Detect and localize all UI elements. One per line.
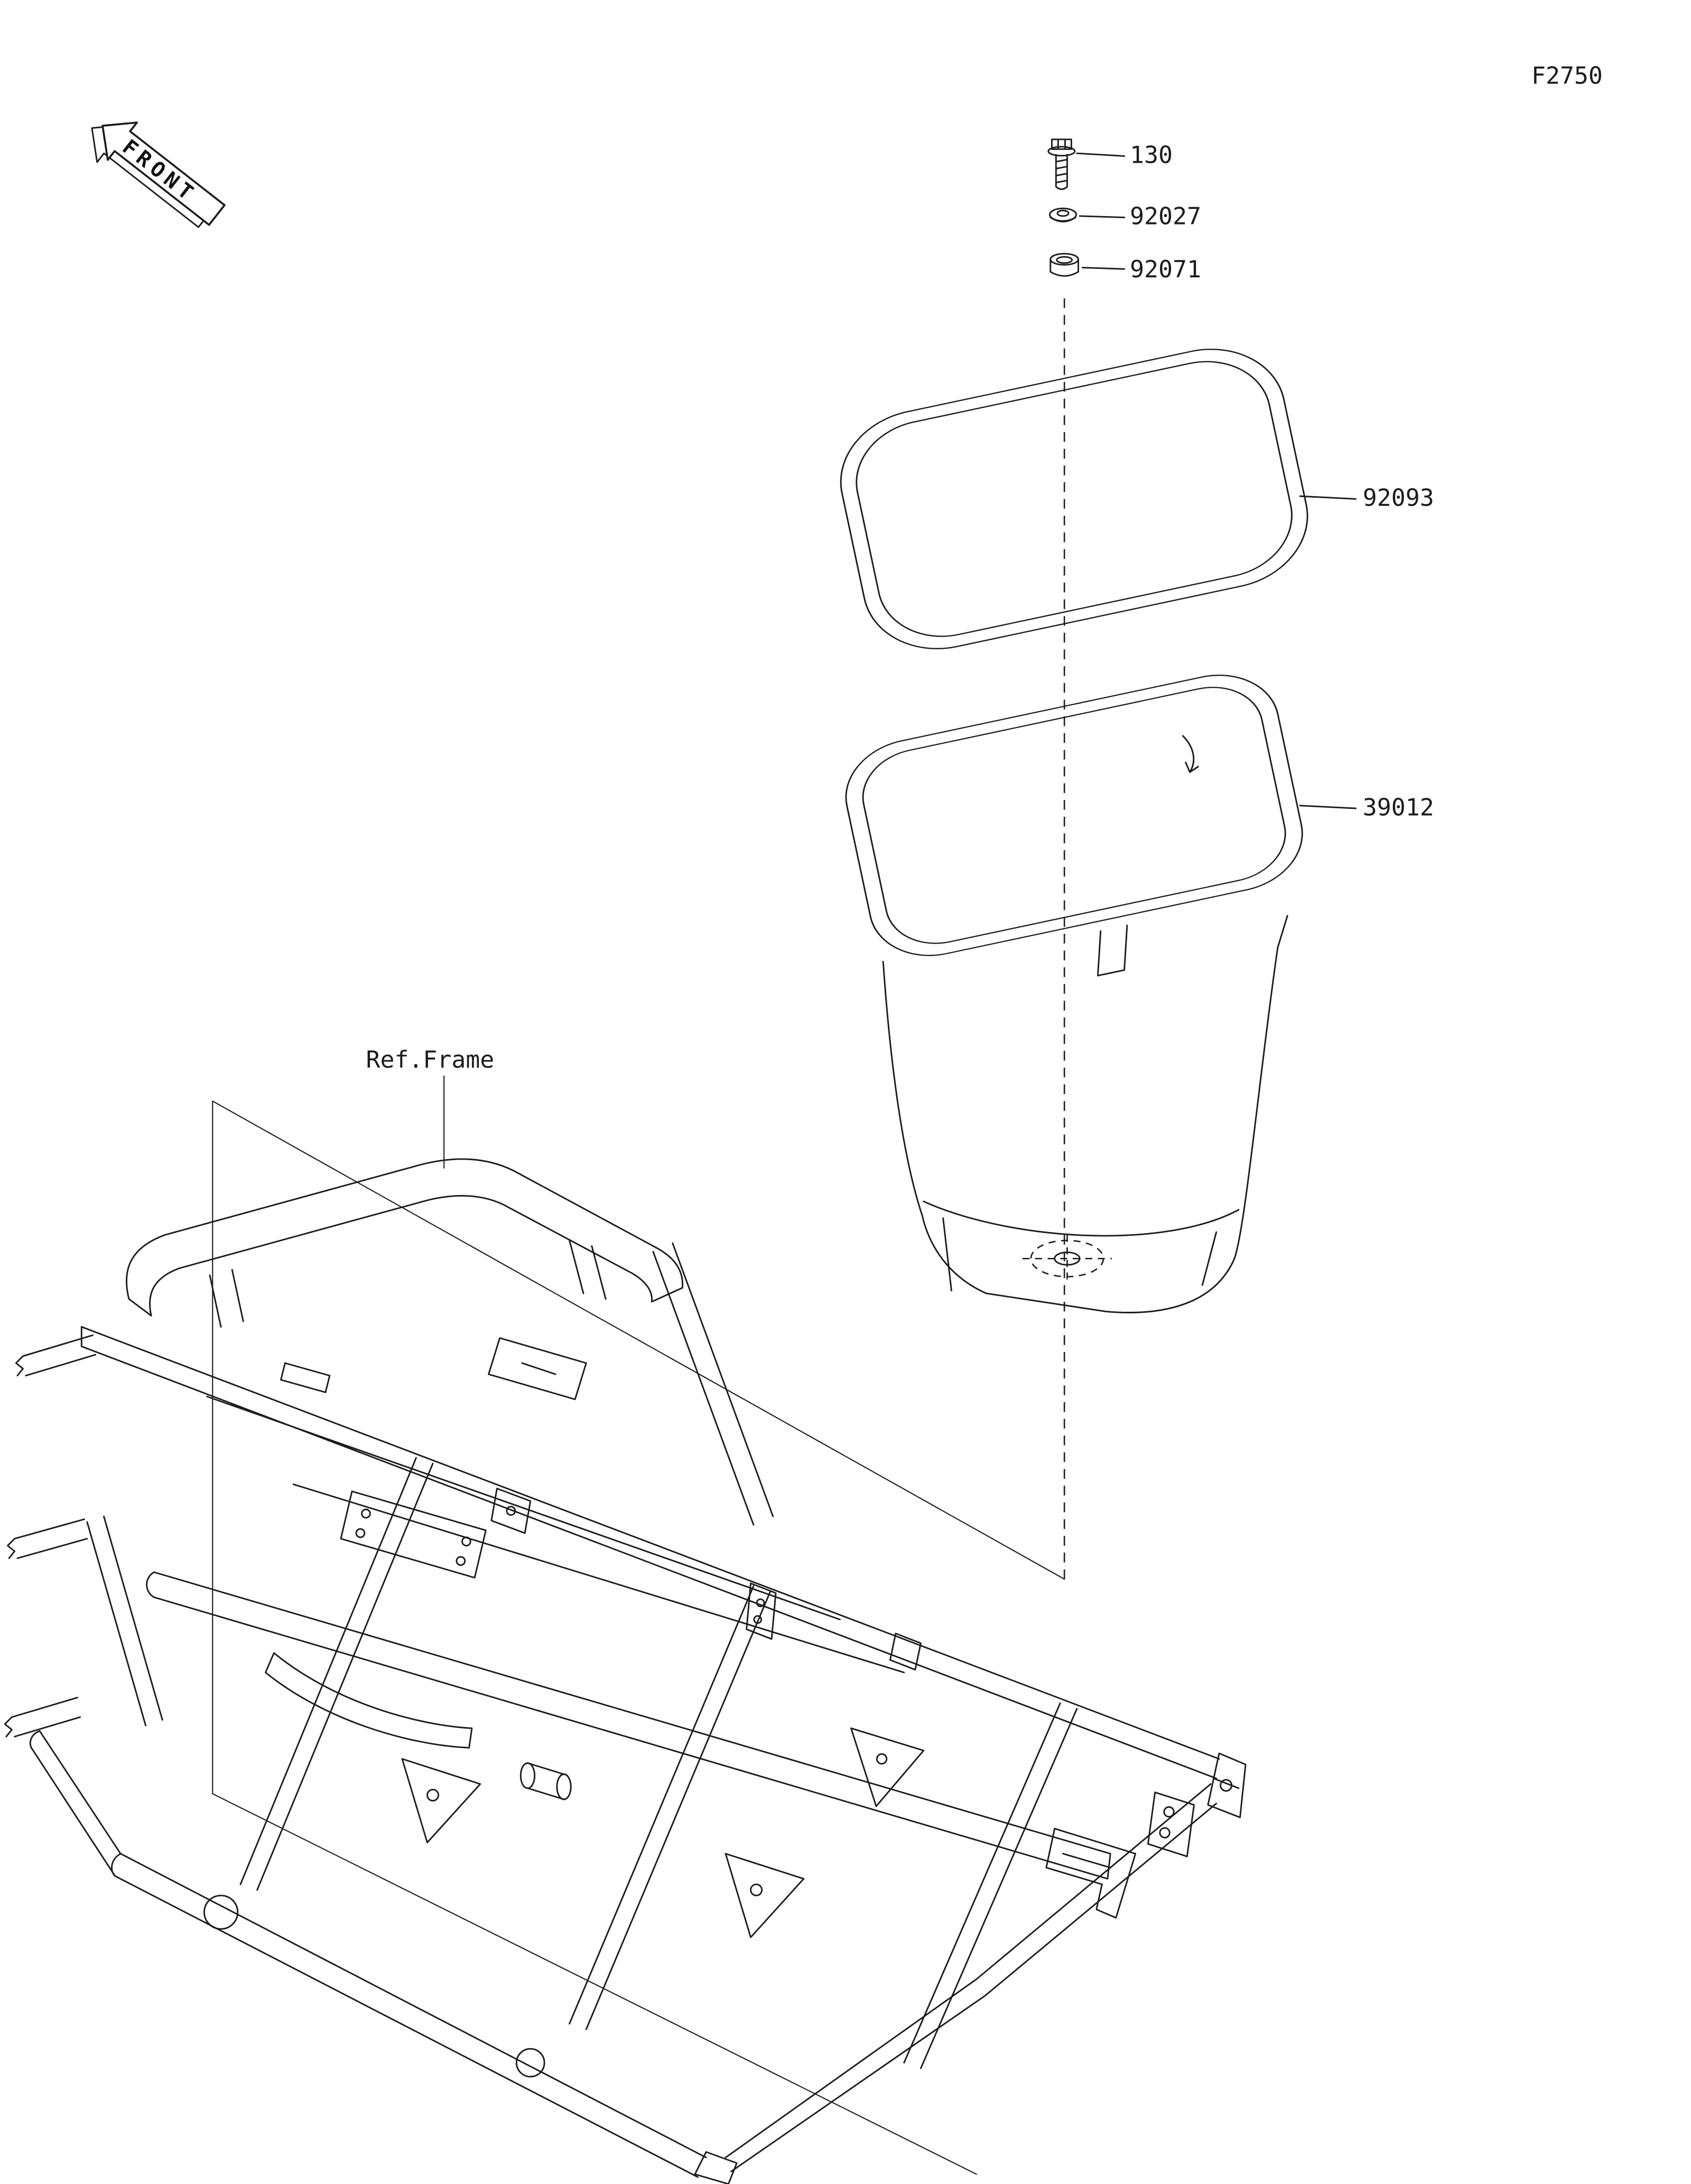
frame-illustration [4, 1158, 1247, 2184]
damper-leader-line [1082, 267, 1126, 270]
container-leader-line [1299, 805, 1357, 809]
bolt-leader-line [1076, 152, 1126, 157]
seal-ring-illustration [840, 348, 1308, 649]
container-part-number: 39012 [1363, 793, 1434, 821]
front-direction-marker: FRONT [91, 122, 226, 228]
frame-hoop [126, 1158, 684, 1328]
frame-tubes [11, 1242, 1220, 2178]
seal-part-number: 92093 [1363, 484, 1434, 512]
container-illustration [845, 675, 1303, 1313]
frame-tube-ends [4, 1355, 155, 1877]
frame-brackets [265, 1337, 1247, 2184]
page-code: F2750 [1531, 61, 1603, 89]
frame-cross-stub [519, 1762, 572, 1800]
damper-illustration [1049, 253, 1080, 277]
washer-illustration [1049, 207, 1077, 222]
frame-holes [203, 1506, 1233, 2078]
bolt-illustration [1047, 138, 1076, 190]
seal-leader-line [1299, 495, 1357, 500]
washer-leader-line [1079, 215, 1126, 219]
reference-plane-lines [212, 1100, 1065, 2175]
washer-part-number: 92027 [1130, 202, 1201, 230]
damper-part-number: 92071 [1130, 255, 1201, 283]
front-arrow-icon [101, 122, 226, 226]
ref-frame-label: Ref.Frame [366, 1046, 494, 1074]
bolt-part-number: 130 [1130, 141, 1173, 169]
